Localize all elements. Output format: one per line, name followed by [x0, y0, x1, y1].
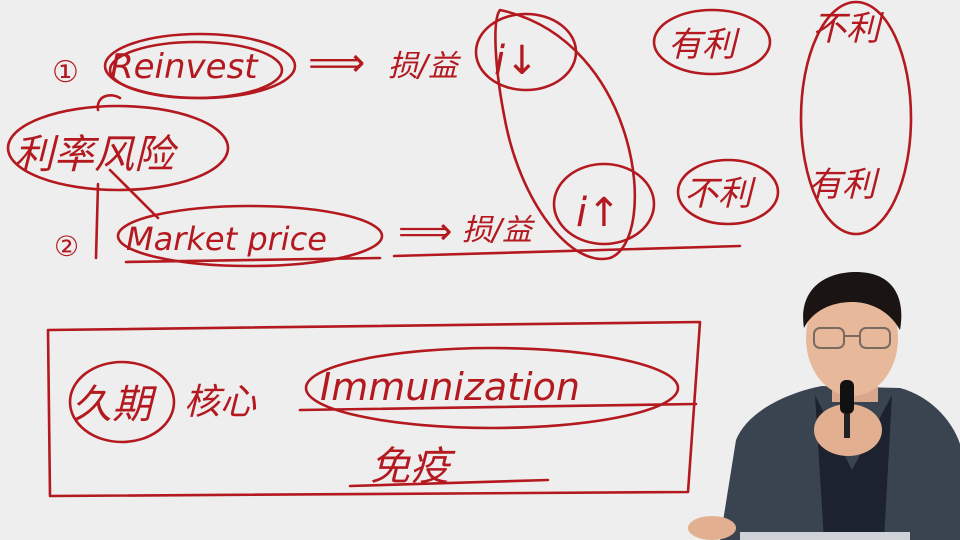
- box-topic: 久期: [72, 382, 157, 428]
- box-core: 核心: [184, 382, 257, 423]
- rate-link-oval: [494, 8, 637, 261]
- risk-note: 利率风险: [6, 94, 230, 260]
- risk-connector: [96, 94, 122, 112]
- immunization-circle: [304, 346, 680, 430]
- line-2: ② Market price ⟹ 损/益 i↑: [54, 162, 742, 268]
- outcome-mid-circle: [676, 158, 780, 226]
- line-2-word: Market price: [126, 220, 327, 258]
- line-2-effect: 损/益: [462, 213, 535, 248]
- line-1-effect: 损/益: [388, 49, 461, 84]
- subterm-underline: [348, 478, 550, 488]
- outcome-top-circle: [652, 8, 772, 76]
- line-1-marker: ①: [52, 55, 79, 90]
- outcomes-right: 不利 有利: [799, 0, 913, 236]
- market-price-circle: [116, 204, 384, 268]
- line-2-marker: ②: [54, 230, 79, 263]
- outcome-right-oval: [799, 0, 913, 236]
- topic-circle: [68, 360, 176, 444]
- concept-box-frame: [46, 320, 702, 498]
- outcome-right-top: 不利: [812, 9, 885, 49]
- line-2-arrow: ⟹: [398, 209, 452, 253]
- market-price-underline: [124, 256, 382, 264]
- line-2-rate: i↑: [576, 190, 621, 236]
- reinvest-circle-2: [108, 40, 284, 100]
- immunization-underline: [298, 402, 698, 412]
- risk-note-circle: [6, 104, 230, 192]
- line-2-underline: [392, 244, 742, 258]
- line-1: ① Reinvest ⟹ 损/益 i↓: [52, 12, 578, 100]
- rate-up-circle: [552, 162, 656, 246]
- box-term: Immunization: [320, 365, 580, 409]
- outcome-right-bottom: 有利: [808, 165, 881, 205]
- outcomes-middle: 有利 不利: [652, 8, 780, 226]
- line-1-rate: i↓: [494, 38, 539, 84]
- risk-drop-line: [94, 182, 100, 260]
- concept-box: 久期 核心 Immunization 免疫: [46, 320, 702, 498]
- line-1-word: Reinvest: [110, 47, 259, 87]
- line-1-arrow: ⟹: [308, 40, 365, 86]
- outcome-top: 有利: [668, 25, 741, 65]
- risk-note-text: 利率风险: [14, 132, 179, 178]
- outcome-mid: 不利: [684, 174, 757, 214]
- risk-diagonal: [108, 168, 160, 220]
